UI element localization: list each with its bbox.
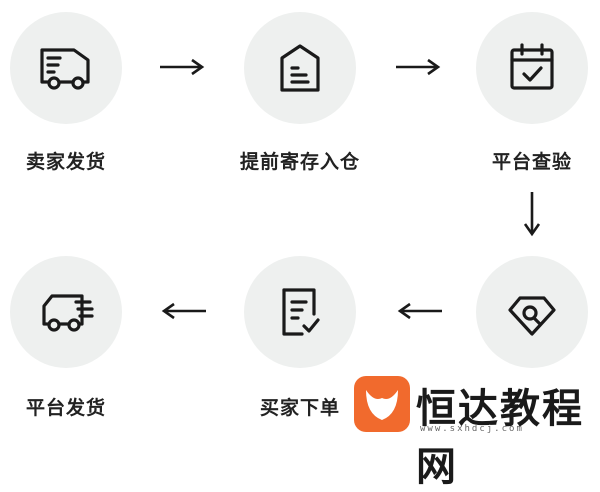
arrow-left-icon <box>161 302 206 320</box>
arrow-left-icon <box>397 302 442 320</box>
step-label: 买家下单 <box>259 397 340 419</box>
step-store-warehouse-circle <box>244 12 356 124</box>
watermark-url: www.sxhdcj.com <box>420 424 524 434</box>
step-label: 平台查验 <box>491 151 572 173</box>
diamond-search-icon <box>508 296 556 336</box>
warehouse-document-icon <box>280 44 320 92</box>
calendar-check-icon <box>510 43 554 90</box>
arrow-right-icon <box>396 58 441 76</box>
arrow-down-icon <box>523 192 541 237</box>
process-flow-diagram: 卖家发货 提前寄存入仓 平台查验 <box>10 12 588 490</box>
document-check-icon <box>282 288 320 336</box>
watermark-logo <box>354 376 410 432</box>
step-label: 平台发货 <box>25 397 106 419</box>
step-label: 提前寄存入仓 <box>239 151 360 173</box>
step-platform-inspect-circle <box>476 12 588 124</box>
arrow-right-icon <box>160 58 205 76</box>
step-label: 卖家发货 <box>25 151 106 173</box>
step-diamond-circle <box>476 256 588 368</box>
step-seller-ship-circle <box>10 12 122 124</box>
watermark-logo-icon <box>366 390 398 420</box>
truck-icon <box>40 48 90 90</box>
watermark-title: 恒达教程网 <box>416 386 584 490</box>
step-platform-ship-circle <box>10 256 122 368</box>
step-buyer-order-circle <box>244 256 356 368</box>
fast-truck-icon <box>42 294 94 332</box>
